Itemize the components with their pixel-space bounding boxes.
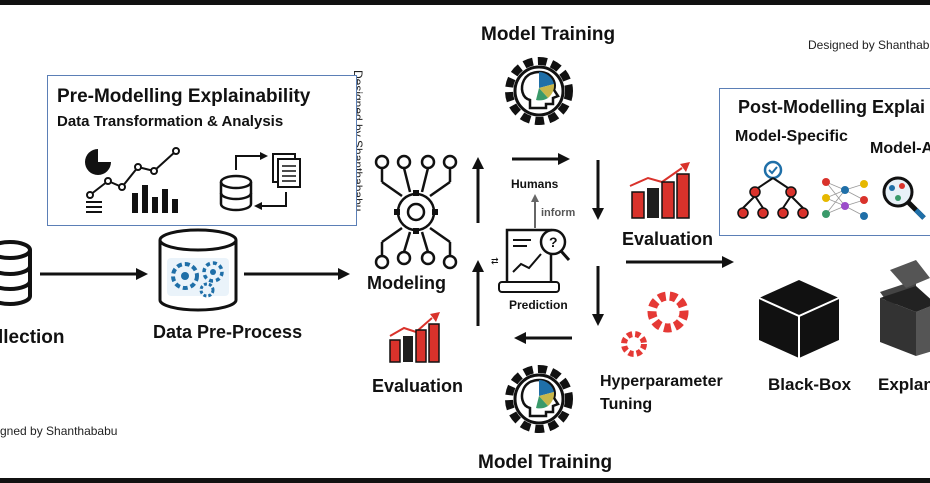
collection-label: llection xyxy=(0,327,65,348)
post-modelling-title: Post-Modelling Explai xyxy=(738,97,926,117)
hyperparameter-gear-icon xyxy=(621,291,689,357)
model-training-gear-icon-top xyxy=(505,57,573,125)
black-box-cube-icon xyxy=(758,280,840,358)
model-training-gear-icon-bottom xyxy=(505,365,573,433)
arrow-left-bottom xyxy=(514,332,572,344)
inform-arrow xyxy=(531,194,539,228)
arrow-down-bottom xyxy=(592,266,604,326)
data-preprocess-label: Data Pre-Process xyxy=(153,322,303,342)
open-box-icon xyxy=(880,260,930,356)
model-training-label-bottom: Model Training xyxy=(478,452,613,473)
database-transform-icon xyxy=(219,152,301,212)
pre-modelling-title: Pre-Modelling Explainability xyxy=(57,86,311,107)
data-preprocess-icon xyxy=(158,228,238,312)
svg-text:⇄: ⇄ xyxy=(491,256,499,266)
evaluation-chart-icon-right xyxy=(629,162,690,219)
analytics-icon xyxy=(85,147,180,213)
model-training-label-top: Model Training xyxy=(481,24,616,45)
magnifier-icon xyxy=(882,176,926,220)
prediction-label: Prediction xyxy=(509,298,568,312)
inform-label: inform xyxy=(541,207,576,219)
arrow-collection-to-preprocess xyxy=(40,268,148,280)
arrow-up-top xyxy=(472,157,484,223)
evaluation-chart-icon-left xyxy=(389,312,440,363)
humans-label: Humans xyxy=(511,177,559,191)
credit-bottom-left: gned by Shanthababu xyxy=(0,424,118,438)
pre-modelling-box xyxy=(47,75,357,226)
model-specific-label: Model-Specific xyxy=(735,128,848,145)
arrow-right-top xyxy=(512,153,570,165)
evaluation-label-left: Evaluation xyxy=(372,376,464,396)
explainable-label: Explan xyxy=(878,375,930,394)
modeling-label: Modeling xyxy=(367,273,446,293)
top-border xyxy=(0,0,930,5)
arrow-up-bottom xyxy=(472,260,484,326)
modeling-network-icon xyxy=(374,154,458,270)
arrow-down-top xyxy=(592,160,604,220)
neural-network-icon xyxy=(822,178,868,220)
hyperparameter-label-line2: Tuning xyxy=(600,396,653,413)
prediction-icon: ? ⇄ xyxy=(491,228,571,293)
hyperparameter-label-line1: Hyperparameter xyxy=(600,373,723,390)
black-box-label: Black-Box xyxy=(768,375,852,394)
bottom-border xyxy=(0,478,930,483)
decision-tree-icon xyxy=(737,160,809,219)
arrow-to-post-modelling xyxy=(626,256,734,268)
database-icon xyxy=(0,240,32,306)
model-agnostic-label: Model-A xyxy=(870,140,930,157)
pre-modelling-subtitle: Data Transformation & Analysis xyxy=(57,113,284,130)
arrow-preprocess-to-modeling xyxy=(244,268,350,280)
evaluation-label-right: Evaluation xyxy=(622,229,714,249)
credit-top-right: Designed by Shanthab xyxy=(808,38,930,52)
svg-text:?: ? xyxy=(549,234,558,250)
